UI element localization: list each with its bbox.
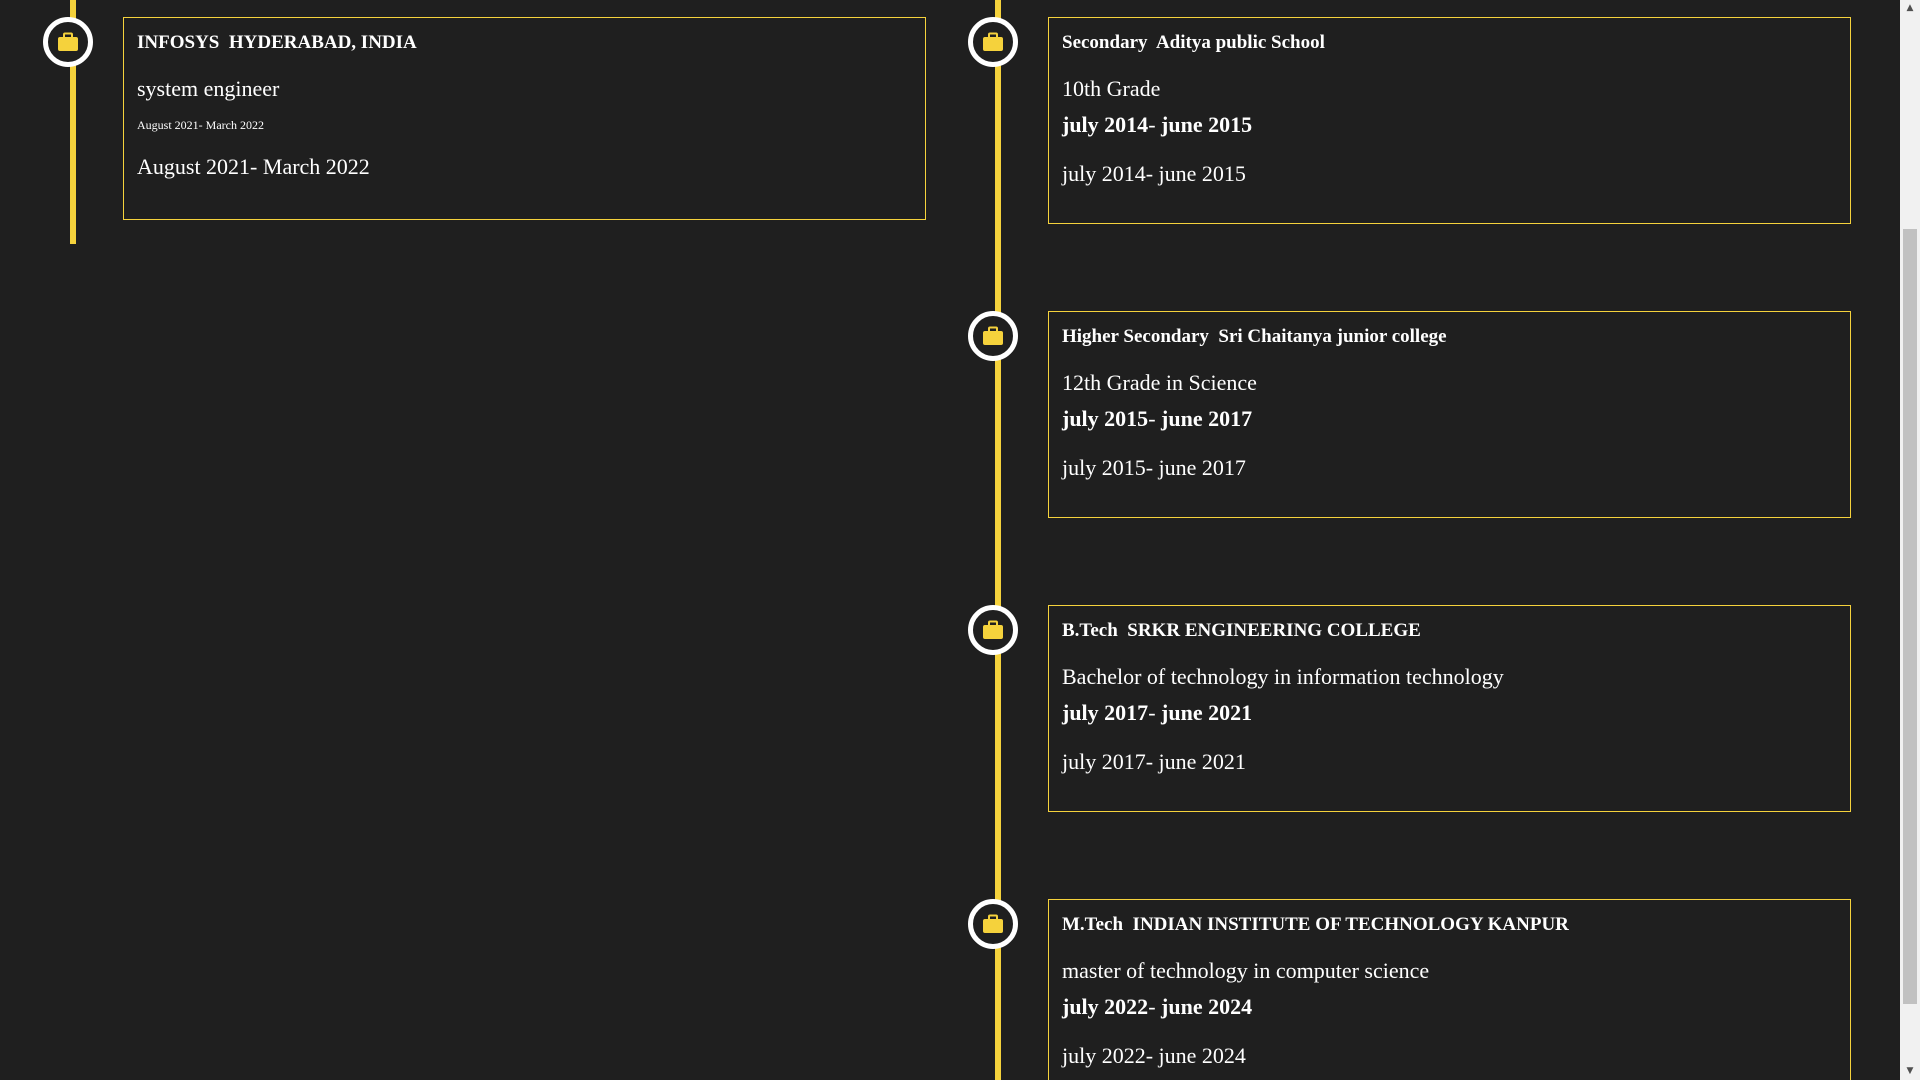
timeline-node [968, 899, 1018, 949]
briefcase-icon [58, 32, 78, 51]
timeline-node [968, 605, 1018, 655]
card-title: B.Tech SRKR ENGINEERING COLLEGE [1062, 620, 1421, 641]
timeline-node [43, 17, 93, 67]
timeline-node [968, 17, 1018, 67]
experience-timeline-line [70, 0, 76, 244]
date-separator: - [1148, 700, 1162, 725]
date-separator: - [1148, 406, 1162, 431]
card-title: Secondary Aditya public School [1062, 32, 1325, 53]
date-start: july 2015 [1062, 406, 1149, 431]
date-separator: - [1148, 112, 1162, 137]
card-date: july 2022- june 2024 [1062, 1043, 1246, 1068]
card-date-small: August 2021- March 2022 [137, 118, 264, 132]
card-date-bold: july 2022- june 2024 [1062, 994, 1837, 1020]
briefcase-icon [983, 32, 1003, 51]
card-title: Higher Secondary Sri Chaitanya junior co… [1062, 326, 1447, 347]
date-start: july 2017 [1062, 700, 1149, 725]
experience-card: INFOSYS HYDERABAD, INDIA system engineer… [123, 17, 926, 220]
education-card: M.Tech INDIAN INSTITUTE OF TECHNOLOGY KA… [1048, 899, 1851, 1080]
briefcase-icon [983, 914, 1003, 933]
briefcase-icon [983, 620, 1003, 639]
date-start: july 2014 [1062, 112, 1149, 137]
card-date: july 2017- june 2021 [1062, 749, 1246, 774]
date-start: july 2022 [1062, 994, 1149, 1019]
education-timeline-line [995, 0, 1001, 1080]
card-subtitle: 10th Grade [1062, 76, 1161, 101]
scroll-down-icon[interactable]: ▼ [1906, 1066, 1914, 1076]
date-end: june 2017 [1161, 406, 1253, 431]
card-date: August 2021- March 2022 [137, 154, 370, 179]
date-end: june 2021 [1161, 700, 1253, 725]
card-subtitle: 12th Grade in Science [1062, 370, 1257, 395]
card-subtitle: Bachelor of technology in information te… [1062, 664, 1504, 689]
scroll-up-icon[interactable]: ▲ [1906, 3, 1914, 13]
card-title: M.Tech INDIAN INSTITUTE OF TECHNOLOGY KA… [1062, 914, 1569, 935]
date-separator: - [1148, 994, 1162, 1019]
card-date-bold: july 2014- june 2015 [1062, 112, 1837, 138]
timeline-node [968, 311, 1018, 361]
card-date: july 2015- june 2017 [1062, 455, 1246, 480]
card-subtitle: master of technology in computer science [1062, 958, 1430, 983]
date-end: june 2015 [1161, 112, 1253, 137]
briefcase-icon [983, 326, 1003, 345]
scrollbar-thumb[interactable] [1903, 229, 1917, 1004]
education-card: B.Tech SRKR ENGINEERING COLLEGE Bachelor… [1048, 605, 1851, 812]
date-end: june 2024 [1161, 994, 1253, 1019]
education-card: Higher Secondary Sri Chaitanya junior co… [1048, 311, 1851, 518]
card-date: july 2014- june 2015 [1062, 161, 1246, 186]
card-date-bold: july 2017- june 2021 [1062, 700, 1837, 726]
card-title: INFOSYS HYDERABAD, INDIA [137, 32, 417, 53]
card-date-bold: july 2015- june 2017 [1062, 406, 1837, 432]
card-role: system engineer [137, 76, 280, 101]
vertical-scrollbar[interactable]: ▲ ▼ [1900, 0, 1920, 1080]
education-card: Secondary Aditya public School 10th Grad… [1048, 17, 1851, 224]
